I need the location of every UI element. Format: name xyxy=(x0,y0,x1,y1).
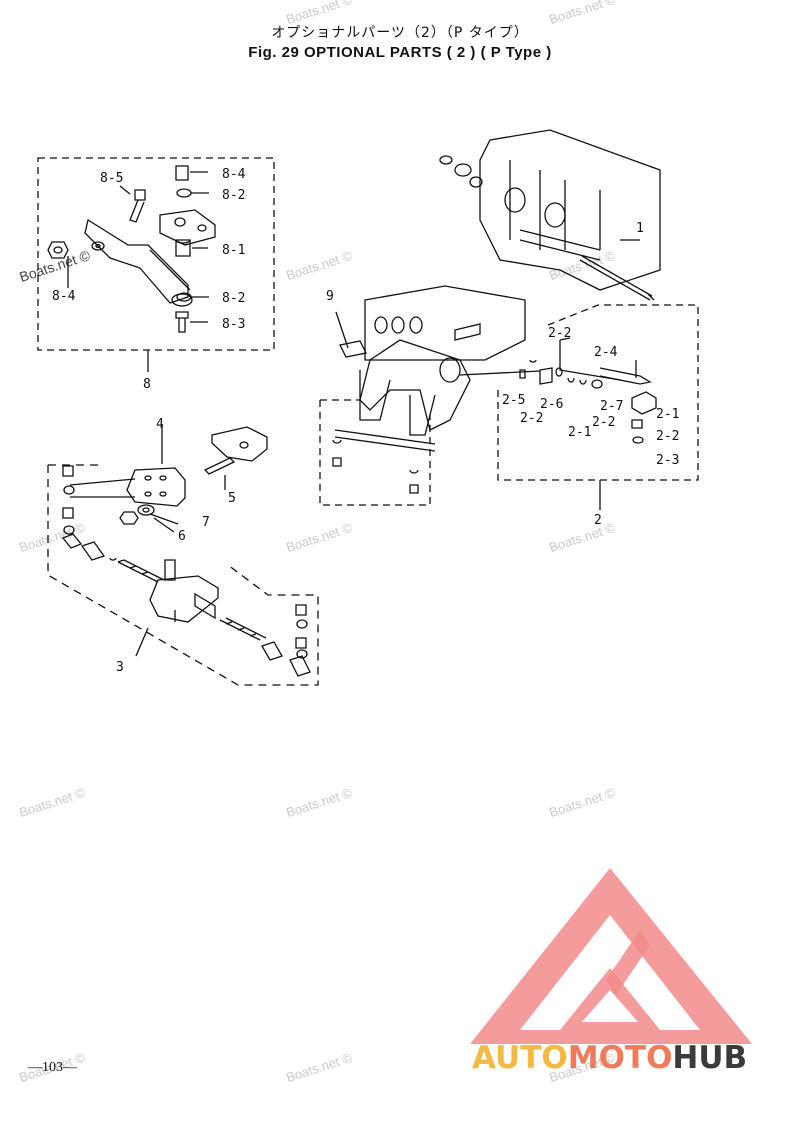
callout-4: 4 xyxy=(156,417,164,432)
callout-8-1: 8-1 xyxy=(222,243,245,258)
callout-labels: 8-5 8-4 8-2 8-1 8-2 8-3 8-4 8 4 5 7 6 3 … xyxy=(52,167,679,675)
callout-8-2: 8-2 xyxy=(222,291,245,306)
callout-2-2: 2-2 xyxy=(592,415,615,430)
callout-9: 9 xyxy=(326,289,334,304)
callout-2-3: 2-3 xyxy=(656,453,679,468)
callout-8-3: 8-3 xyxy=(222,317,245,332)
callout-6: 6 xyxy=(178,529,186,544)
callout-2: 2 xyxy=(594,513,602,528)
callout-5: 5 xyxy=(228,491,236,506)
callout-8-5: 8-5 xyxy=(100,171,123,186)
callout-2-6: 2-6 xyxy=(540,397,563,412)
callout-2-7: 2-7 xyxy=(600,399,623,414)
callout-3: 3 xyxy=(116,660,124,675)
callout-2-1: 2-1 xyxy=(568,425,591,440)
group-8-linkage-kit xyxy=(37,157,275,372)
callout-1: 1 xyxy=(636,221,644,236)
outboard-mount-assembly xyxy=(319,129,661,506)
page-title: Fig. 29 OPTIONAL PARTS ( 2 ) ( P Type ) xyxy=(248,44,552,61)
group-3-shift-rod xyxy=(47,424,319,686)
callout-2-1: 2-1 xyxy=(656,407,679,422)
logo-part-auto: AUTO xyxy=(472,1040,568,1076)
callout-8-4: 8-4 xyxy=(52,289,76,304)
callout-2-5: 2-5 xyxy=(502,393,525,408)
automotohub-logo-icon xyxy=(470,868,752,1044)
callout-2-2: 2-2 xyxy=(520,411,543,426)
logo-part-moto: MOTO xyxy=(567,1040,673,1076)
page-number: —103— xyxy=(28,1060,77,1075)
callout-2-2: 2-2 xyxy=(656,429,679,444)
callout-7: 7 xyxy=(202,515,210,530)
group-2-control-link xyxy=(459,304,699,510)
callout-8-2: 8-2 xyxy=(222,188,245,203)
logo-part-hub: HUB xyxy=(672,1040,748,1076)
callout-2-2: 2-2 xyxy=(548,326,571,341)
callout-8-4: 8-4 xyxy=(222,167,246,182)
page-title-japanese: オプショナルパーツ（2）（P タイプ） xyxy=(271,25,529,41)
automotohub-logo: AUTOMOTOHUB xyxy=(472,1040,792,1076)
callout-8: 8 xyxy=(143,377,151,392)
callout-2-4: 2-4 xyxy=(594,345,618,360)
